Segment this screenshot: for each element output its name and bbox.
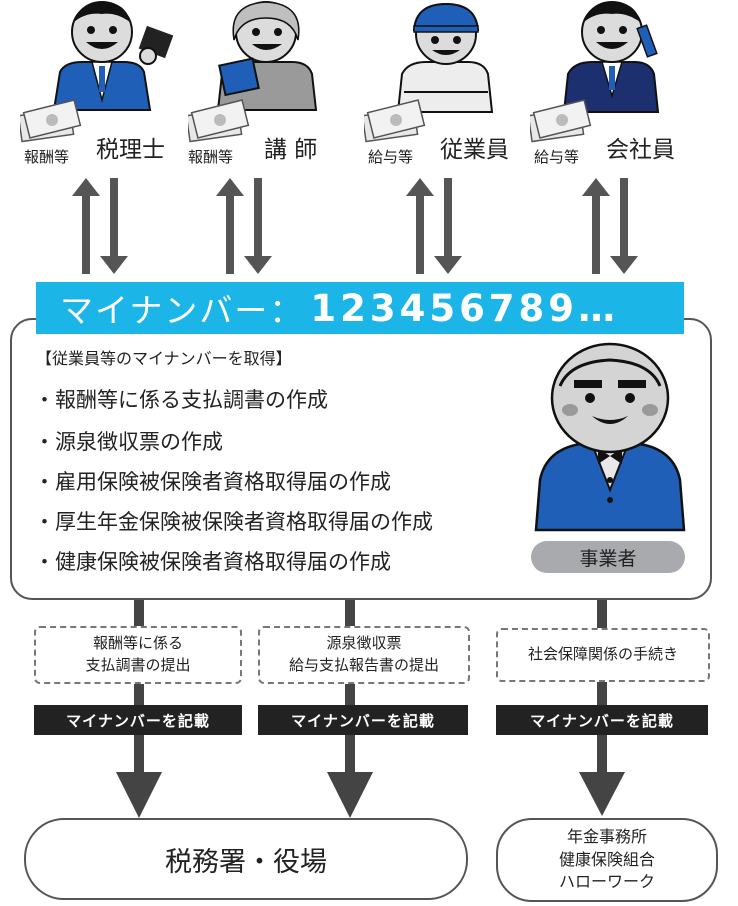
payment-type-label: 給与等 bbox=[368, 148, 414, 166]
banner-number: 123456789… bbox=[310, 286, 620, 330]
payment-type-label: 報酬等 bbox=[24, 148, 70, 166]
tax-office-destination: 税務署・役場 bbox=[24, 818, 468, 900]
role-label: 会社員 bbox=[606, 137, 675, 163]
banner-label: マイナンバー： bbox=[60, 291, 305, 330]
role-label: 税理士 bbox=[96, 137, 165, 163]
my-number-tag: マイナンバーを記載 bbox=[496, 705, 708, 735]
submission-box: 報酬等に係る 支払調書の提出 bbox=[34, 626, 242, 684]
submission-line: 給与支払報告書の提出 bbox=[288, 656, 439, 674]
submission-box: 源泉徴収票 給与支払報告書の提出 bbox=[258, 626, 470, 684]
my-number-tag: マイナンバーを記載 bbox=[258, 705, 468, 735]
person-employee: 給与等 従業員 bbox=[364, 0, 544, 175]
employer-badge: 事業者 bbox=[531, 541, 685, 573]
payment-type-label: 給与等 bbox=[534, 148, 580, 166]
duty-item: ・健康保険被保険者資格取得届の作成 bbox=[34, 550, 391, 574]
submission-line: 源泉徴収票 bbox=[326, 634, 402, 653]
submission-box: 社会保障関係の手続き bbox=[496, 628, 710, 682]
money-stack-icon bbox=[20, 99, 82, 143]
exchange-arrows-icon bbox=[582, 178, 638, 274]
submission-line: 社会保障関係の手続き bbox=[527, 645, 678, 664]
money-stack-icon bbox=[188, 99, 250, 143]
person-tax-accountant: 報酬等 税理士 bbox=[20, 0, 200, 175]
employee-illustration bbox=[364, 2, 494, 143]
social-insurance-destination: 年金事務所 健康保険組合 ハローワーク bbox=[496, 818, 718, 902]
person-lecturer: 報酬等 講 師 bbox=[188, 0, 368, 175]
duty-item: ・厚生年金保険被保険者資格取得届の作成 bbox=[34, 510, 433, 534]
role-label: 講 師 bbox=[264, 137, 318, 163]
lecturer-illustration bbox=[188, 1, 318, 143]
duty-item: ・雇用保険被保険者資格取得届の作成 bbox=[34, 470, 391, 494]
submission-line: 報酬等に係る bbox=[92, 634, 183, 653]
role-label: 従業員 bbox=[440, 137, 509, 163]
destination-line: 健康保険組合 bbox=[558, 849, 655, 869]
destination-line: 年金事務所 bbox=[566, 827, 647, 847]
person-company-employee: 給与等 会社員 bbox=[530, 0, 710, 175]
destination-line: ハローワーク bbox=[558, 872, 655, 892]
submission-line: 支払調書の提出 bbox=[85, 656, 191, 674]
exchange-arrows-icon bbox=[216, 178, 272, 274]
duty-item: ・報酬等に係る支払調書の作成 bbox=[34, 388, 328, 412]
exchange-arrows-icon bbox=[406, 178, 462, 274]
destination-label: 税務署・役場 bbox=[165, 846, 327, 878]
money-stack-icon bbox=[364, 99, 426, 143]
my-number-banner: マイナンバー： 123456789… bbox=[36, 282, 684, 334]
exchange-arrows-icon bbox=[72, 178, 128, 274]
tax-accountant-illustration bbox=[20, 1, 174, 143]
payment-type-label: 報酬等 bbox=[188, 148, 234, 166]
my-number-tag: マイナンバーを記載 bbox=[34, 705, 242, 735]
money-stack-icon bbox=[530, 99, 592, 143]
duties-heading: 【従業員等のマイナンバーを取得】 bbox=[36, 349, 292, 368]
duty-item: ・源泉徴収票の作成 bbox=[34, 430, 223, 454]
employer-illustration bbox=[534, 342, 686, 532]
company-employee-illustration bbox=[530, 1, 660, 143]
